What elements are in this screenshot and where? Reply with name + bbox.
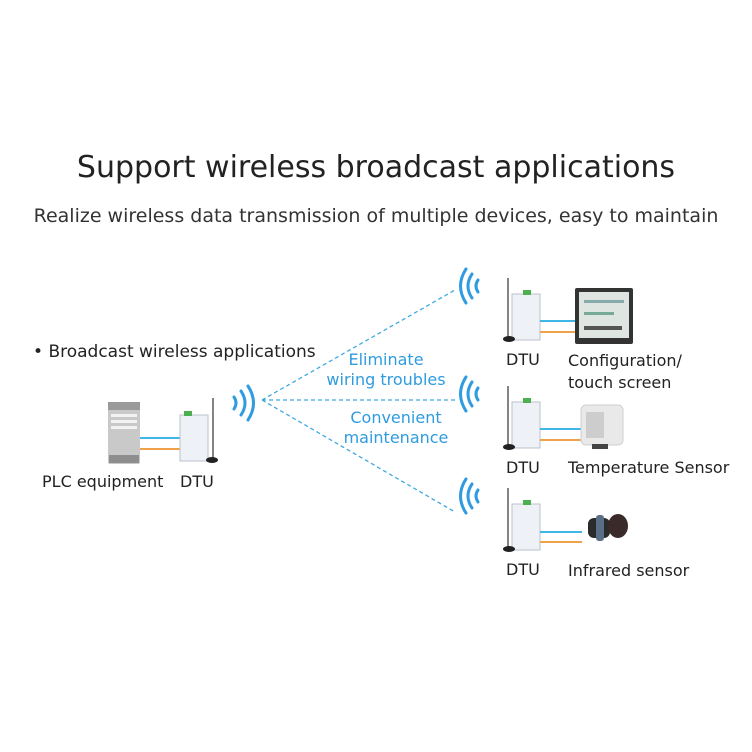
target-1-dtu-label: DTU: [506, 350, 540, 369]
target-2-dtu-label: DTU: [506, 458, 540, 477]
temperature-sensor-icon: [580, 404, 624, 449]
infrared-sensor-icon: [588, 514, 628, 541]
annotation-maintenance: maintenance: [343, 428, 449, 447]
target-1-graphics: [459, 267, 633, 344]
annotation-eliminate: Eliminate: [348, 350, 424, 369]
target-2-device-label: Temperature Sensor: [568, 458, 730, 477]
bullet-item: • Broadcast wireless applications: [33, 342, 316, 362]
target-1-device-label-line1: Configuration/: [568, 351, 682, 370]
page-title: Support wireless broadcast applications: [76, 150, 676, 185]
bullet-text: Broadcast wireless applications: [48, 342, 316, 362]
wifi-signal-icon: [232, 384, 255, 422]
touch-screen-icon: [575, 288, 633, 344]
broadcast-line-bottom: [261, 399, 456, 513]
target-3-dtu-label: DTU: [506, 560, 540, 579]
plc-server-icon: [108, 402, 140, 464]
target-3-graphics: [459, 477, 628, 552]
target-1-device-label-line2: touch screen: [568, 373, 672, 392]
annotation-wiring: wiring troubles: [326, 370, 446, 389]
plc-label: PLC equipment: [42, 472, 164, 491]
dtu-device-icon: [179, 398, 218, 463]
annotation-convenient: Convenient: [350, 408, 442, 427]
broadcast-line-top: [261, 289, 456, 401]
target-3-device-label: Infrared sensor: [568, 561, 690, 580]
source-dtu-label: DTU: [180, 472, 214, 491]
page-subtitle: Realize wireless data transmission of mu…: [33, 205, 719, 227]
target-2-graphics: [459, 375, 624, 450]
